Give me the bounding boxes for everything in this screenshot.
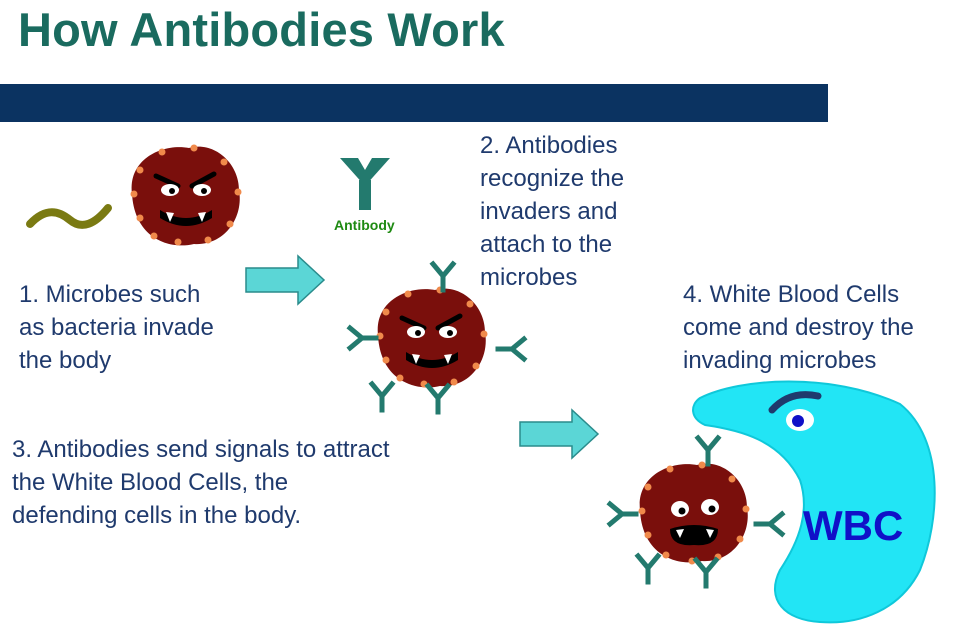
antibody-icon: [340, 158, 390, 210]
step-2-text: 2. Antibodies recognize the invaders and…: [480, 132, 625, 291]
arrow-step1-to-step2: [245, 255, 325, 305]
white-blood-cell: [692, 380, 936, 624]
step-4-text: 4. White Blood Cells come and destroy th…: [683, 281, 914, 374]
wbc-label: WBC: [803, 502, 903, 549]
page-title: How Antibodies Work: [18, 3, 505, 56]
step-3-text: 3. Antibodies send signals to attract th…: [12, 436, 390, 529]
microbe-being-destroyed: [610, 438, 782, 586]
header-bar: [0, 84, 828, 122]
bacteria-squiggle: [26, 204, 112, 229]
step-1-text: 1. Microbes such as bacteria invade the …: [19, 281, 214, 374]
arrow-step3-to-step4: [519, 409, 599, 459]
microbe-invading: [131, 145, 242, 246]
antibody-label: Antibody: [334, 217, 395, 233]
